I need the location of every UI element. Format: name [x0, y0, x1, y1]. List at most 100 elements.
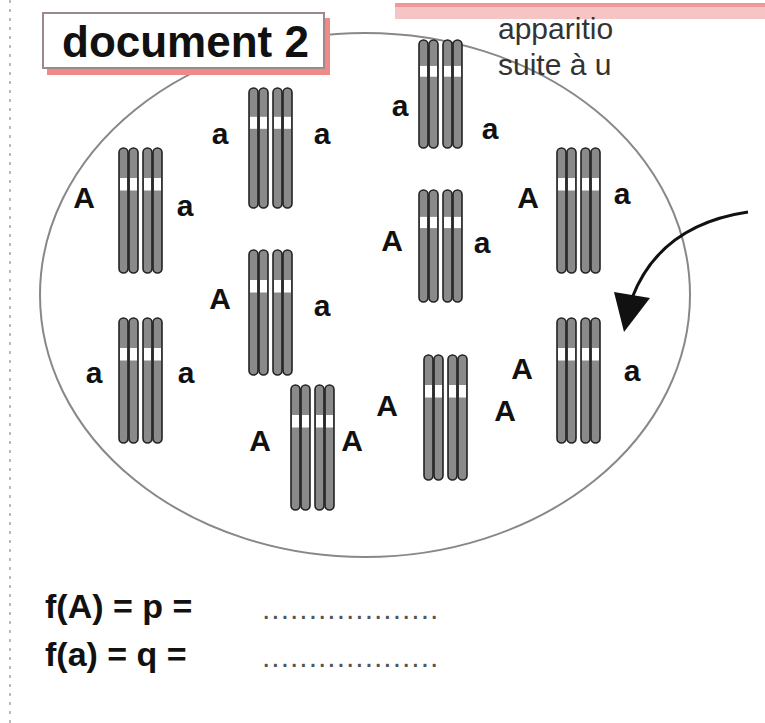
allele-locus — [292, 415, 299, 428]
allele-label: a — [474, 226, 491, 259]
chromatid — [273, 88, 282, 208]
chromatid-body — [301, 385, 310, 510]
frequency-formula: f(a) = q = — [45, 636, 187, 673]
chromatid-body — [291, 385, 300, 510]
chromatid — [259, 88, 268, 208]
allele-label: A — [376, 389, 398, 422]
allele-locus — [568, 348, 575, 361]
side-text: suite à u — [498, 48, 611, 81]
allele-label: A — [517, 181, 539, 214]
chromatid-body — [315, 385, 324, 510]
chromatid-body — [591, 318, 600, 443]
chromatid-body — [581, 318, 590, 443]
chromatid-body — [129, 318, 138, 443]
curved-arrow — [632, 212, 748, 298]
blank-dots: ................... — [262, 592, 439, 625]
chromatid-body — [283, 250, 292, 375]
chromatid-body — [429, 190, 438, 302]
allele-label: a — [86, 356, 103, 389]
chromatid-body — [325, 385, 334, 510]
chromatid-body — [153, 318, 162, 443]
allele-locus — [284, 117, 291, 129]
allele-locus — [326, 415, 333, 428]
allele-locus — [430, 66, 437, 77]
allele-locus — [592, 178, 599, 191]
chromatid — [119, 148, 128, 273]
chromatid — [143, 318, 152, 443]
allele-locus — [425, 385, 432, 398]
allele-label: a — [177, 189, 194, 222]
chromatid — [283, 250, 292, 375]
allele-label: a — [482, 112, 499, 145]
margin-line — [9, 0, 11, 723]
frequency-formula: f(A) = p = — [45, 588, 192, 625]
chromatid — [557, 148, 566, 273]
chromatid-body — [591, 148, 600, 273]
chromatid-body — [419, 190, 428, 302]
chromatid — [153, 148, 162, 273]
chromatid-body — [453, 40, 462, 148]
chromatid-body — [429, 40, 438, 148]
allele-locus — [250, 117, 257, 129]
allele-label: A — [494, 394, 516, 427]
chromatid — [581, 318, 590, 443]
allele-locus — [260, 280, 267, 293]
allele-locus — [449, 385, 456, 398]
document-title: document 2 — [62, 18, 305, 66]
chromatid — [443, 190, 452, 302]
allele-locus — [582, 178, 589, 191]
chromatid-body — [119, 148, 128, 273]
header-band-edge — [395, 3, 765, 7]
chromatid — [424, 355, 433, 480]
chromatid-body — [567, 148, 576, 273]
allele-label: A — [73, 181, 95, 214]
chromatid-body — [129, 148, 138, 273]
allele-locus — [316, 415, 323, 428]
allele-locus — [144, 178, 151, 191]
chromatid — [291, 385, 300, 510]
chromatid — [129, 148, 138, 273]
chromatid-body — [567, 318, 576, 443]
chromatid — [143, 148, 152, 273]
chromatid-body — [443, 40, 452, 148]
allele-label: A — [209, 282, 231, 315]
chromatid-body — [273, 88, 282, 208]
allele-locus — [459, 385, 466, 398]
allele-locus — [444, 217, 451, 228]
chromatid — [419, 190, 428, 302]
allele-label: A — [381, 224, 403, 257]
chromatid-body — [259, 88, 268, 208]
chromatid — [315, 385, 324, 510]
chromatid — [591, 318, 600, 443]
allele-locus — [435, 385, 442, 398]
allele-locus — [154, 178, 161, 191]
allele-label: a — [624, 354, 641, 387]
chromatid-body — [419, 40, 428, 148]
allele-label: a — [178, 356, 195, 389]
chromatid-body — [143, 318, 152, 443]
allele-locus — [558, 178, 565, 191]
allele-label: A — [341, 424, 363, 457]
chromatid — [429, 40, 438, 148]
allele-label: a — [212, 117, 229, 150]
chromatid-body — [143, 148, 152, 273]
chromatid-body — [557, 318, 566, 443]
chromatid — [325, 385, 334, 510]
chromatid — [429, 190, 438, 302]
chromatid — [119, 318, 128, 443]
chromatid — [448, 355, 457, 480]
allele-label: a — [314, 289, 331, 322]
allele-locus — [130, 348, 137, 361]
allele-locus — [454, 217, 461, 228]
chromatid — [273, 250, 282, 375]
side-text: apparitio — [498, 12, 613, 45]
document-tag: document 2 — [42, 12, 325, 69]
allele-label: A — [511, 352, 533, 385]
allele-label: A — [249, 424, 271, 457]
chromatid-body — [581, 148, 590, 273]
chromatid — [301, 385, 310, 510]
chromatid-body — [249, 88, 258, 208]
chromatid — [453, 40, 462, 148]
chromatid — [259, 250, 268, 375]
